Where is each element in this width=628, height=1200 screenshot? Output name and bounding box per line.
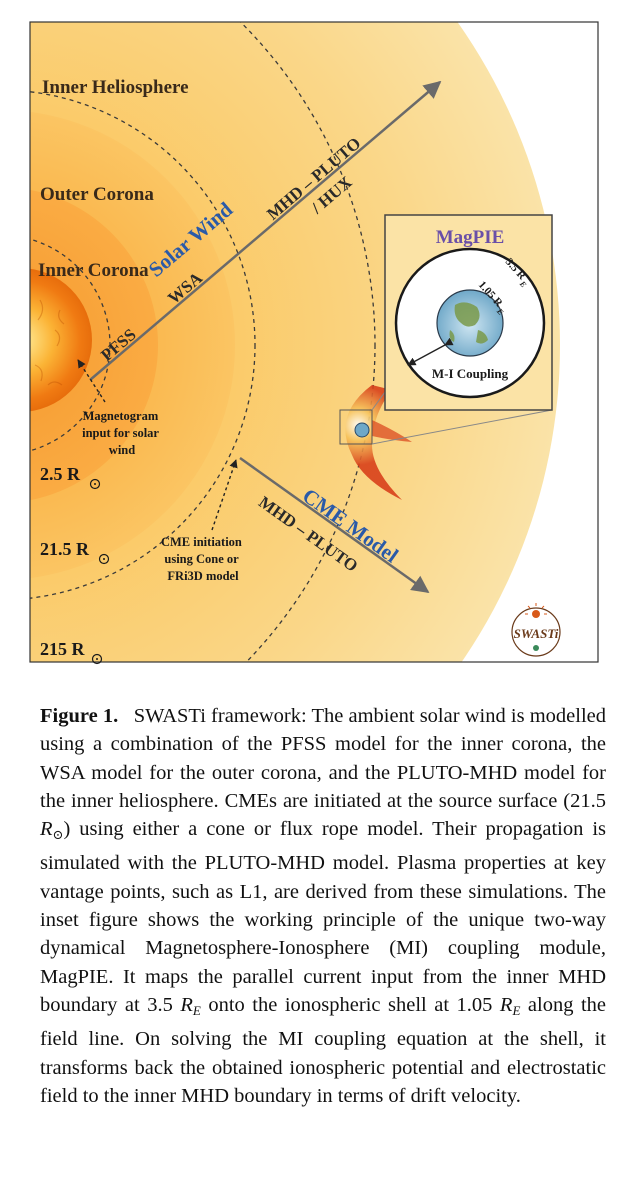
cme-flux-rope-icon <box>345 385 412 500</box>
r-sun-symbol: R <box>40 818 53 841</box>
cme-init-note: CME initiation using Cone or FRi3D model <box>161 535 245 583</box>
inner-corona-region <box>30 189 158 501</box>
svg-text:E: E <box>517 279 528 290</box>
svg-text:E: E <box>494 306 505 317</box>
r-e-symbol-2: R <box>499 993 513 1016</box>
zoom-box <box>339 409 373 445</box>
figure-frame <box>29 21 599 663</box>
magpie-title: MagPIE <box>436 227 505 248</box>
cme-arrow <box>239 456 430 594</box>
svg-text:21.5 R: 21.5 R <box>40 539 90 559</box>
boundary-215-rsun <box>239 22 376 662</box>
label-outer-corona: Outer Corona <box>40 184 154 205</box>
solar-wind-arrow <box>89 80 442 381</box>
boundary-2-5-rsun <box>30 238 111 452</box>
svg-text:215 R: 215 R <box>40 639 86 659</box>
radius-label-2-5: 2.5 R <box>40 464 101 490</box>
radius-label-215: 215 R <box>40 639 103 665</box>
label-inner-heliosphere: Inner Heliosphere <box>42 77 189 98</box>
magpie-inset: MagPIE 3.5 R E 1.05 R E M-I Coupling <box>384 214 553 411</box>
caption-text-c: onto the ionospheric shell at 1.05 <box>200 993 500 1016</box>
caption-text-a: SWASTi framework: The ambient solar wind… <box>40 705 606 812</box>
mi-coupling-label: M-I Coupling <box>432 366 509 381</box>
svg-text:SWASTi: SWASTi <box>514 626 559 641</box>
swasti-framework-diagram: Inner Heliosphere Outer Corona Inner Cor… <box>29 21 599 665</box>
figure-caption: Figure 1. SWASTi framework: The ambient … <box>40 705 606 1107</box>
cme-init-arrow <box>211 459 238 531</box>
sun-icon <box>30 268 92 412</box>
caption-text-b: ) using either a cone or flux rope model… <box>40 818 606 1016</box>
swasti-logo: SWASTi <box>511 603 561 657</box>
r-e-symbol-1: R <box>180 993 193 1016</box>
svg-text:2.5 R: 2.5 R <box>40 464 81 484</box>
caption-text-d: along the field line. On solving the MI … <box>40 993 606 1107</box>
figure-label: Figure 1. <box>40 705 119 727</box>
radius-label-21-5: 21.5 R <box>40 539 110 565</box>
magnetogram-note: Magnetogram input for solar wind <box>82 409 162 457</box>
magnetogram-arrow <box>77 359 106 403</box>
boundary-21-5-rsun <box>30 91 256 599</box>
label-inner-corona: Inner Corona <box>38 260 149 281</box>
